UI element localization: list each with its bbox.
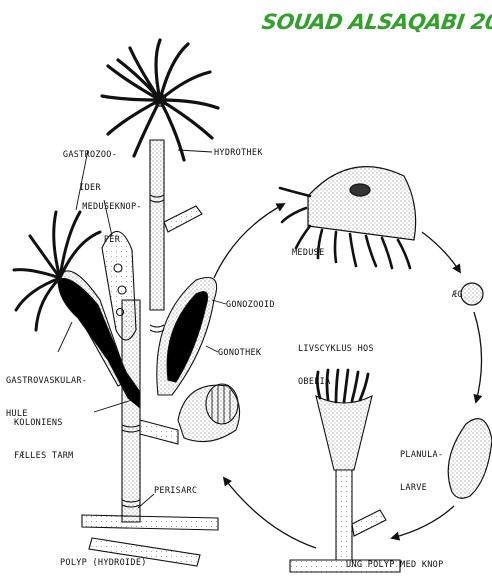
label-gonothek: GONOTHEK: [218, 348, 261, 359]
label-ung-polyp-med-knop: UNG POLYP MED KNOP: [346, 560, 444, 571]
label-livscyklus-line2: OBELIA: [298, 377, 374, 388]
planula-larva: [448, 419, 492, 499]
label-hydrothek: HYDROTHEK: [214, 148, 263, 159]
label-perisarc: PERISARC: [154, 486, 197, 497]
label-planula-line2: LARVE: [400, 483, 443, 494]
label-meduseknopper: MEDUSEKNOP- PER: [70, 180, 154, 268]
label-livscyklus-line1: LIVSCYKLUS HOS: [298, 344, 374, 355]
label-gonozooid: GONOZOOID: [226, 300, 275, 311]
label-meduseknopper-line1: MEDUSEKNOP-: [70, 202, 154, 213]
label-gastrozooider-line1: GASTROZOO-: [48, 150, 132, 161]
label-aeg: ÆG: [452, 290, 463, 301]
label-koloniens-faelles-tarm: KOLONIENS FÆLLES TARM: [14, 396, 74, 484]
label-planula-larve: PLANULA- LARVE: [400, 428, 443, 516]
label-meduse: MEDUSE: [292, 248, 325, 259]
label-koloniens-line1: KOLONIENS: [14, 418, 74, 429]
label-meduseknopper-line2: PER: [70, 235, 154, 246]
label-koloniens-line2: FÆLLES TARM: [14, 451, 74, 462]
label-polyp-hydroide: POLYP (HYDROIDE): [60, 558, 147, 569]
label-planula-line1: PLANULA-: [400, 450, 443, 461]
label-gastrovaskularhule-line1: GASTROVASKULAR-: [6, 376, 87, 387]
label-livscyklus-hos-obelia: LIVSCYKLUS HOS OBELIA: [298, 322, 374, 410]
egg: [461, 283, 483, 305]
